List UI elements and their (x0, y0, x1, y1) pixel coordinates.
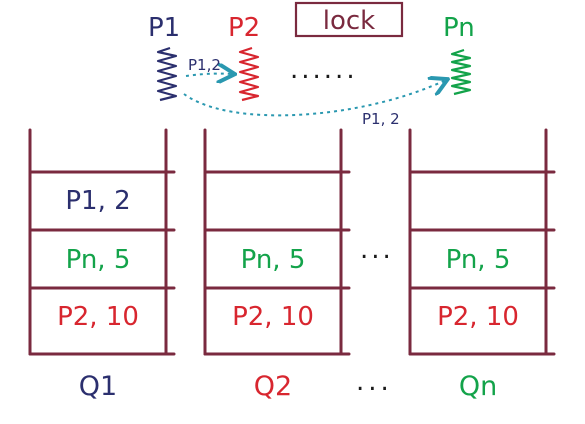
queue-slot-entry: P1, 2 (65, 186, 130, 216)
process-label-pn: Pn (443, 13, 475, 43)
queue-label: Q2 (254, 371, 292, 402)
process-thread-p1 (156, 46, 178, 102)
queue-slot-entry: P2, 10 (57, 302, 139, 332)
process-thread-pn (450, 48, 472, 96)
process-thread-p2 (238, 46, 260, 102)
arrow-label-near: P1,2 (188, 56, 221, 74)
queue-slot-entry: Pn, 5 (66, 245, 131, 275)
lock-box: lock (294, 1, 404, 38)
process-label-p1: P1 (148, 13, 180, 43)
queue-label: Q1 (79, 371, 117, 402)
queue-label-ellipsis: ... (356, 367, 393, 397)
queues-layer: P1, 2 Pn, 5 P2, 10 Q1 Pn, 5 P2, 10 Q2 Pn, 5 P2, … (28, 128, 556, 402)
arrow-label-far: P1, 2 (362, 110, 400, 128)
lock-handoff-arrow-far (183, 80, 446, 117)
process-header: P1 P2 lock ...... Pn P1,2 P1, 2 (148, 1, 475, 128)
lock-handoff-arrow-near (185, 74, 233, 76)
queue-slot-entry: P2, 10 (437, 302, 519, 332)
queue-slot-entry: Pn, 5 (446, 245, 511, 275)
lock-label: lock (323, 6, 375, 36)
process-label-p2: P2 (228, 13, 260, 43)
process-ellipsis: ...... (290, 55, 358, 85)
queue-ellipsis: ... (360, 235, 394, 265)
queue-slot-entry: P2, 10 (232, 302, 314, 332)
queue-label: Qn (459, 371, 497, 402)
queue-slot-entry: Pn, 5 (241, 245, 306, 275)
